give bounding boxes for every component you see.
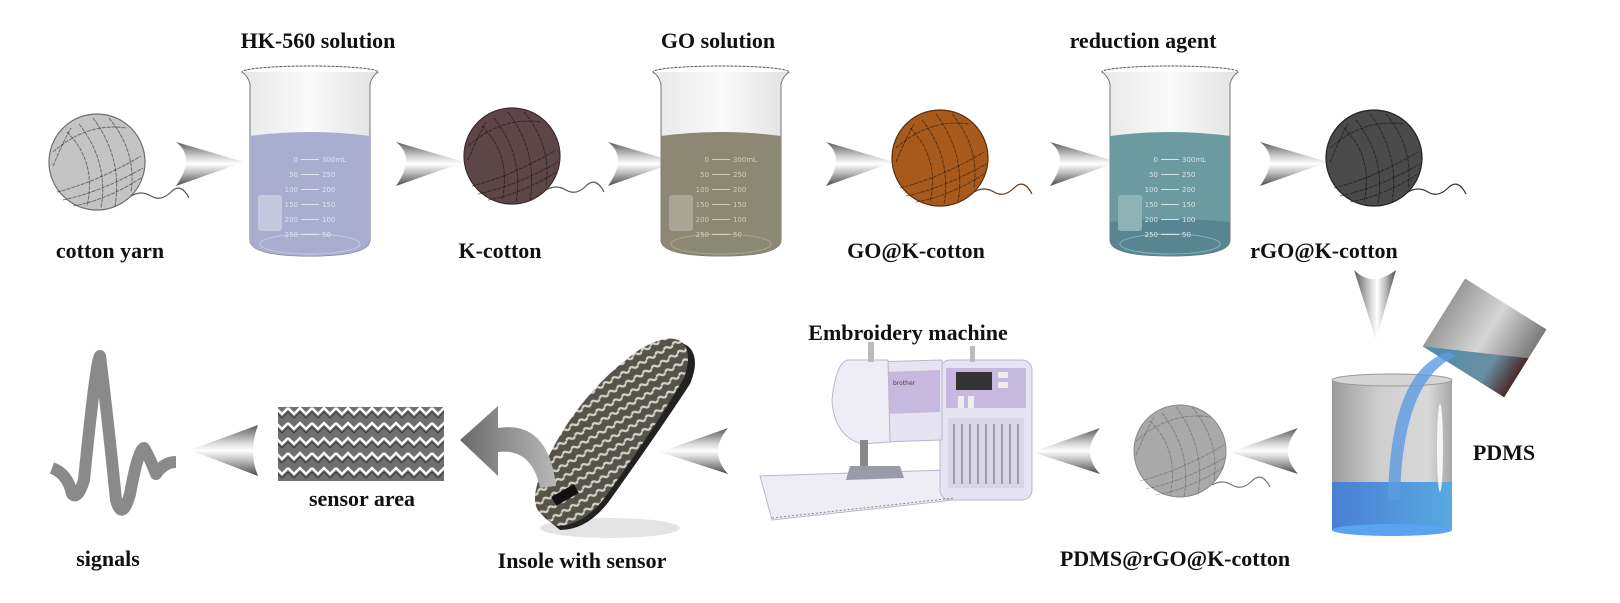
graduation-left-label: 0 bbox=[1154, 156, 1158, 164]
arrow-down-icon bbox=[1354, 270, 1396, 340]
go-solution-label: GO solution bbox=[660, 28, 776, 53]
curved-arrow-icon bbox=[460, 406, 556, 488]
graduation-right-label: 150 bbox=[322, 201, 335, 209]
arrow-left-icon bbox=[1032, 428, 1100, 474]
graduation-right-label: 100 bbox=[1182, 216, 1195, 224]
graduation-right-label: 200 bbox=[322, 186, 335, 194]
cotton-yarn-ball-icon bbox=[48, 113, 190, 211]
k-cotton-yarn-ball-icon bbox=[463, 107, 605, 205]
signal-waveform-icon bbox=[49, 350, 177, 516]
graduation-right-label: 50 bbox=[1182, 231, 1191, 239]
pdms-cylinder-icon bbox=[1331, 352, 1456, 536]
pdms-rgo-k-cotton-label: PDMS@rGO@K-cotton bbox=[1059, 546, 1291, 571]
graduation-right-label: 200 bbox=[1182, 186, 1195, 194]
graduation-left-label: 200 bbox=[285, 216, 298, 224]
graduation-left-label: 200 bbox=[1145, 216, 1158, 224]
embroidery-machine-icon: brother bbox=[759, 342, 1033, 521]
graduation-right-label: 50 bbox=[322, 231, 331, 239]
graduation-left-label: 150 bbox=[1145, 201, 1158, 209]
graduation-left-label: 250 bbox=[696, 231, 709, 239]
arrow-right-icon bbox=[826, 142, 894, 186]
graduation-left-label: 0 bbox=[294, 156, 298, 164]
rgo-k-cotton-label: rGO@K-cotton bbox=[1250, 238, 1398, 263]
pdms-rgo-k-cotton-yarn-ball-icon bbox=[1133, 404, 1271, 498]
graduation-right-label: 300mL bbox=[1182, 156, 1206, 164]
graduation-right-label: 50 bbox=[733, 231, 742, 239]
reduction-agent-beaker-icon bbox=[1101, 65, 1239, 257]
graduation-right-label: 150 bbox=[1182, 201, 1195, 209]
graduation-right-label: 100 bbox=[733, 216, 746, 224]
arrow-right-icon bbox=[176, 142, 244, 186]
graduation-left-label: 250 bbox=[1145, 231, 1158, 239]
graduation-left-label: 100 bbox=[285, 186, 298, 194]
graduation-left-label: 200 bbox=[696, 216, 709, 224]
go-beaker-icon bbox=[652, 65, 790, 257]
graduation-right-label: 150 bbox=[733, 201, 746, 209]
go-k-cotton-label: GO@K-cotton bbox=[847, 238, 985, 263]
hk560-solution-label: HK-560 solution bbox=[240, 28, 396, 53]
k-cotton-label: K-cotton bbox=[458, 238, 542, 263]
graduation-left-label: 50 bbox=[289, 171, 298, 179]
graduation-right-label: 250 bbox=[733, 171, 746, 179]
reduction-agent-label: reduction agent bbox=[1069, 28, 1217, 53]
signals-label: signals bbox=[76, 546, 140, 571]
graduation-left-label: 150 bbox=[285, 201, 298, 209]
arrow-right-icon bbox=[1260, 142, 1328, 186]
insole-icon bbox=[535, 338, 695, 538]
embroidery-machine-label: Embroidery machine bbox=[808, 320, 1008, 345]
graduation-left-label: 250 bbox=[285, 231, 298, 239]
graduation-left-label: 150 bbox=[696, 201, 709, 209]
graduation-left-label: 100 bbox=[1145, 186, 1158, 194]
hk560-beaker-icon bbox=[241, 65, 379, 257]
graduation-left-label: 0 bbox=[705, 156, 709, 164]
arrow-right-icon bbox=[1050, 142, 1118, 186]
graduation-left-label: 50 bbox=[1149, 171, 1158, 179]
graduation-right-label: 200 bbox=[733, 186, 746, 194]
graduation-left-label: 100 bbox=[696, 186, 709, 194]
graduation-right-label: 300mL bbox=[322, 156, 346, 164]
sensor-area-label: sensor area bbox=[308, 486, 416, 511]
graduation-right-label: 250 bbox=[322, 171, 335, 179]
go-k-cotton-yarn-ball-icon bbox=[891, 109, 1033, 207]
graduation-right-label: 250 bbox=[1182, 171, 1195, 179]
arrow-left-icon bbox=[1230, 428, 1298, 474]
machine-brand-text: brother bbox=[893, 380, 916, 387]
insole-with-sensor-label: Insole with sensor bbox=[497, 548, 667, 573]
graduation-right-label: 100 bbox=[322, 216, 335, 224]
arrow-left-icon bbox=[190, 425, 258, 476]
arrow-right-icon bbox=[608, 142, 676, 186]
graduation-left-label: 50 bbox=[700, 171, 709, 179]
pdms-label: PDMS bbox=[1472, 440, 1536, 465]
graduation-right-label: 300mL bbox=[733, 156, 757, 164]
arrow-left-icon bbox=[660, 428, 728, 474]
rgo-k-cotton-yarn-ball-icon bbox=[1325, 109, 1467, 207]
sensor-area-pattern bbox=[278, 407, 444, 481]
cotton-yarn-label: cotton yarn bbox=[55, 238, 165, 263]
arrow-right-icon bbox=[396, 142, 464, 186]
